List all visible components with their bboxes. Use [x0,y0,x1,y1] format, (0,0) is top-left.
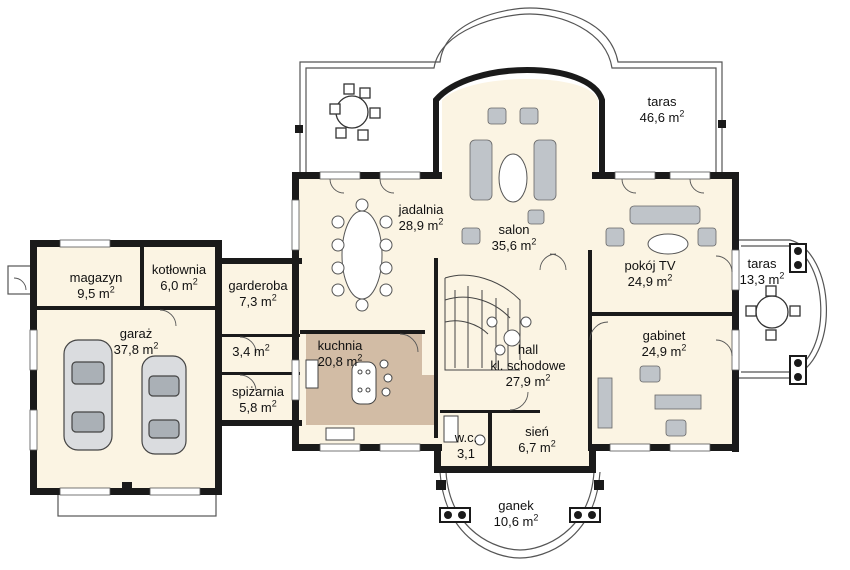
salon-table-icon [498,153,528,203]
salon-furniture-icon [461,107,717,437]
terrace-table-icon [329,83,381,141]
salon-bay-wall [433,67,605,176]
terrace-right-table-icon [745,285,801,341]
windows [29,171,740,496]
room-label-wc: w.c.3,1 [454,430,478,461]
tv-table-icon [647,233,689,255]
car-right-icon [141,355,187,455]
kitchen-island-icon [305,359,393,441]
hall-table-icon [486,316,532,356]
doors [13,178,733,411]
room-label-korytarz: 3,4 m2 [232,342,270,359]
dining-table-icon [331,198,393,312]
stairs-icon [444,274,521,371]
wc-fixtures-icon [443,415,486,446]
car-left-icon [63,339,113,451]
columns [122,120,726,492]
